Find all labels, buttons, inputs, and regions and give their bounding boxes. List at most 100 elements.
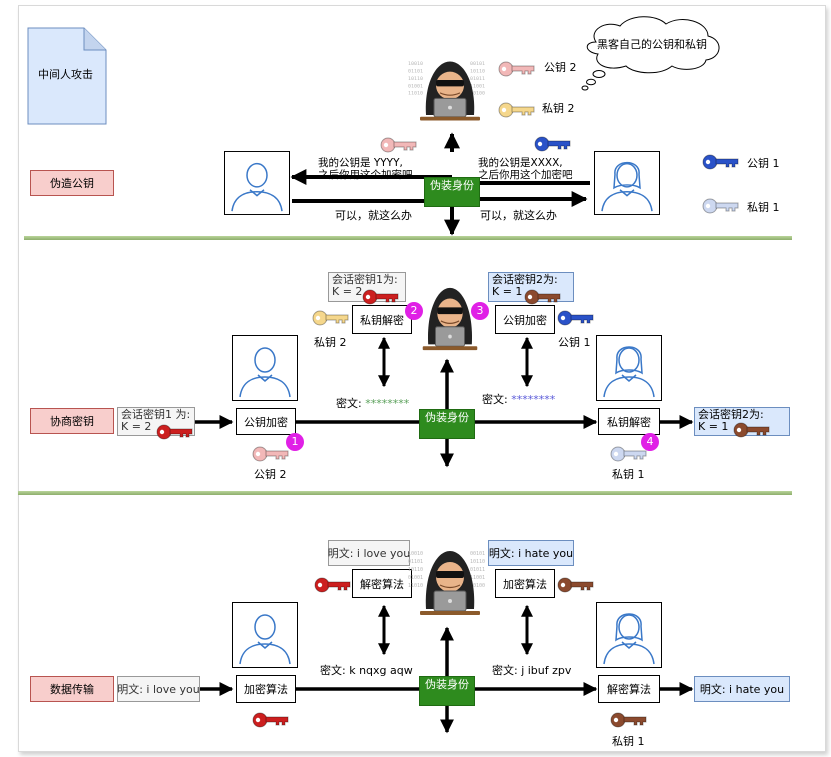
hacker-plaintext1-box: 明文: i love you [328, 540, 410, 566]
hacker-plaintext2-box: 明文: i hate you [488, 540, 574, 566]
page-title: 中间人攻击 [38, 68, 93, 81]
separator-1 [24, 236, 792, 240]
blue-key-icon [557, 308, 595, 332]
hacker-session2-text: 会话密钥2为: K = 1 [492, 273, 558, 298]
document-shape [27, 27, 107, 125]
svg-text:10110: 10110 [470, 559, 485, 565]
left-session-key-text: 会话密钥1 为: K = 2 [121, 408, 191, 433]
section-label-data-transfer: 数据传输 [30, 676, 114, 702]
server-decrypt-box: 私钥解密 [598, 408, 660, 435]
hacker-pub-key-label: 公钥 2 [544, 61, 577, 74]
step-badge-3: 3 [471, 302, 489, 320]
separator-2 [18, 491, 792, 495]
disguise-badge: 伪装身份 [419, 409, 475, 439]
svg-text:10110: 10110 [408, 567, 423, 573]
lightblue-key-icon [610, 444, 648, 468]
cipher-left-text: 密文: k nqxg aqw [320, 664, 413, 677]
svg-text:01101: 01101 [408, 559, 423, 565]
server-avatar [594, 151, 660, 215]
brown-key-icon [610, 710, 648, 734]
client-encrypt-box: 公钥加密 [236, 408, 296, 435]
section-label-forge-key: 伪造公钥 [30, 170, 114, 196]
brown-key-icon [557, 575, 595, 599]
red-key-icon [362, 287, 400, 311]
red-key-icon [314, 575, 352, 599]
left-reply: 可以，就这么办 [335, 209, 412, 222]
cipher-right-value: ******** [511, 393, 556, 406]
client-avatar [224, 151, 290, 215]
thought-bubble [581, 16, 720, 91]
hacker-avatar [410, 282, 490, 356]
lightblue-key-icon [702, 196, 740, 220]
cipher-right-text: 密文: j ibuf zpv [492, 664, 572, 677]
step-badge-2: 2 [405, 302, 423, 320]
right-message-line2: 之后你用这个加密吧 [478, 169, 573, 181]
svg-text:01011: 01011 [470, 567, 485, 573]
hacker-decrypt-box: 私钥解密 [352, 305, 412, 334]
legend-priv-key-label: 私钥 1 [747, 201, 780, 214]
brown-key-icon [524, 287, 562, 311]
hacker-encrypt-algo-box: 加密算法 [495, 569, 555, 598]
cipher-left-label: 密文: [336, 397, 362, 410]
pink-key-icon [498, 59, 536, 83]
cipher-right: 密文: ******** [482, 393, 555, 406]
red-key-icon [156, 422, 194, 446]
pink-key-icon [252, 444, 290, 468]
svg-text:10010: 10010 [408, 61, 423, 67]
svg-text:01011: 01011 [470, 76, 485, 82]
client-encrypt-algo-box: 加密算法 [236, 675, 296, 703]
hacker-priv-key-label: 私钥 2 [542, 102, 575, 115]
red-key-icon [252, 710, 290, 734]
svg-text:00101: 00101 [470, 551, 485, 557]
svg-text:10100: 10100 [470, 583, 485, 589]
disguise-badge: 伪装身份 [424, 177, 480, 207]
hacker-session2-box: 会话密钥2为: K = 1 [488, 272, 574, 302]
left-session-key-box: 会话密钥1 为: K = 2 [117, 407, 195, 436]
hacker-decrypt-algo-box: 解密算法 [352, 569, 412, 598]
yellow-key-icon [312, 308, 350, 332]
right-reply: 可以，就这么办 [480, 209, 557, 222]
svg-text:01001: 01001 [408, 83, 423, 89]
legend-pub-key-label: 公钥 1 [747, 157, 780, 170]
svg-text:01001: 01001 [408, 575, 423, 581]
hacker-encrypt-box: 公钥加密 [495, 305, 555, 334]
cipher-left-value: ******** [365, 397, 410, 410]
svg-text:11010: 11010 [408, 91, 423, 97]
left-message-line1: 我的公钥是 YYYY, [318, 157, 403, 169]
brown-key-icon [733, 420, 771, 444]
server-avatar [596, 602, 662, 668]
blue-key-icon [702, 152, 740, 176]
svg-text:10100: 10100 [470, 91, 485, 97]
svg-text:00101: 00101 [470, 61, 485, 67]
svg-text:11001: 11001 [470, 575, 485, 581]
client-plaintext-box: 明文: i love you [117, 676, 200, 702]
server-avatar [596, 335, 662, 401]
cipher-left: 密文: ******** [336, 397, 409, 410]
svg-text:01101: 01101 [408, 69, 423, 75]
svg-text:10010: 10010 [408, 551, 423, 557]
client-key-label: 公钥 2 [254, 468, 287, 481]
right-session-key-text: 会话密钥2为: K = 1 [698, 408, 764, 433]
diagram-frame [18, 5, 826, 752]
section-label-negotiate-key: 协商密钥 [30, 408, 114, 434]
server-key-label: 私钥 1 [612, 468, 645, 481]
server-decrypt-algo-box: 解密算法 [598, 675, 660, 703]
right-message-line1: 我的公钥是XXXX, [478, 157, 563, 169]
server-plaintext-box: 明文: i hate you [694, 676, 790, 702]
hacker-session1-text: 会话密钥1为: K = 2 [332, 273, 398, 298]
left-message-line2: 之后你用这个加密吧 [318, 169, 413, 181]
step-badge-4: 4 [641, 433, 659, 451]
svg-text:11010: 11010 [408, 583, 423, 589]
hacker-pub-key-label: 公钥 1 [558, 336, 591, 349]
client-avatar [232, 602, 298, 668]
hacker-avatar: 10010 01101 10110 01001 11010 00101 10110 01011… [406, 545, 494, 621]
blue-key-icon [534, 134, 572, 158]
step-badge-1: 1 [286, 433, 304, 451]
cipher-right-label: 密文: [482, 393, 508, 406]
disguise-badge: 伪装身份 [419, 676, 475, 706]
svg-text:10110: 10110 [408, 76, 423, 82]
svg-text:11001: 11001 [470, 83, 485, 89]
pink-key-icon [380, 135, 418, 159]
